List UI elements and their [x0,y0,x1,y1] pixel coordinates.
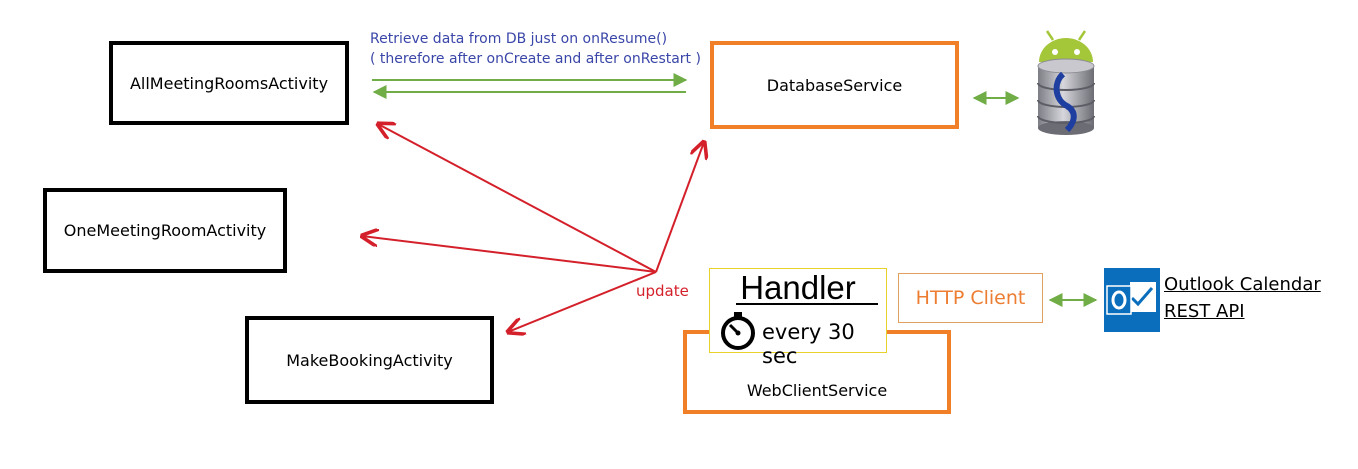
outlook-label-line-1: Outlook Calendar [1164,274,1321,295]
retrieve-note-line-2: ( therefore after onCreate and after onR… [370,51,701,67]
http-client-label: HTTP Client [915,287,1026,309]
android-database-icon [1037,30,1095,135]
update-arrow-to-one-meeting-room [362,236,657,273]
database-service-box: DatabaseService [710,41,959,129]
all-meeting-rooms-activity-label: AllMeetingRoomsActivity [129,73,329,93]
one-meeting-room-activity-label: OneMeetingRoomActivity [63,221,267,240]
database-service-label: DatabaseService [766,75,903,95]
handler-title-underline [736,303,878,305]
handler-title: Handler [740,269,856,306]
web-client-service-label: WebClientService [746,381,888,400]
outlook-label-line-2: REST API [1164,301,1245,322]
make-booking-activity-box: MakeBookingActivity [245,316,494,404]
one-meeting-room-activity-box: OneMeetingRoomActivity [43,188,287,273]
handler-interval: every 30 sec [762,320,855,368]
update-arrow-to-make-booking [508,271,657,332]
stopwatch-icon [721,312,755,350]
update-label: update [636,282,689,300]
http-client-box: HTTP Client [898,273,1043,323]
retrieve-note-line-1: Retrieve data from DB just on onResume() [370,31,668,47]
update-arrow-to-database-service [655,142,704,273]
all-meeting-rooms-activity-box: AllMeetingRoomsActivity [109,41,349,125]
outlook-icon [1104,268,1160,332]
update-arrow-to-all-meeting-rooms [378,124,657,273]
handler-box: Handler every 30 sec [709,268,887,368]
make-booking-activity-label: MakeBookingActivity [286,350,453,370]
